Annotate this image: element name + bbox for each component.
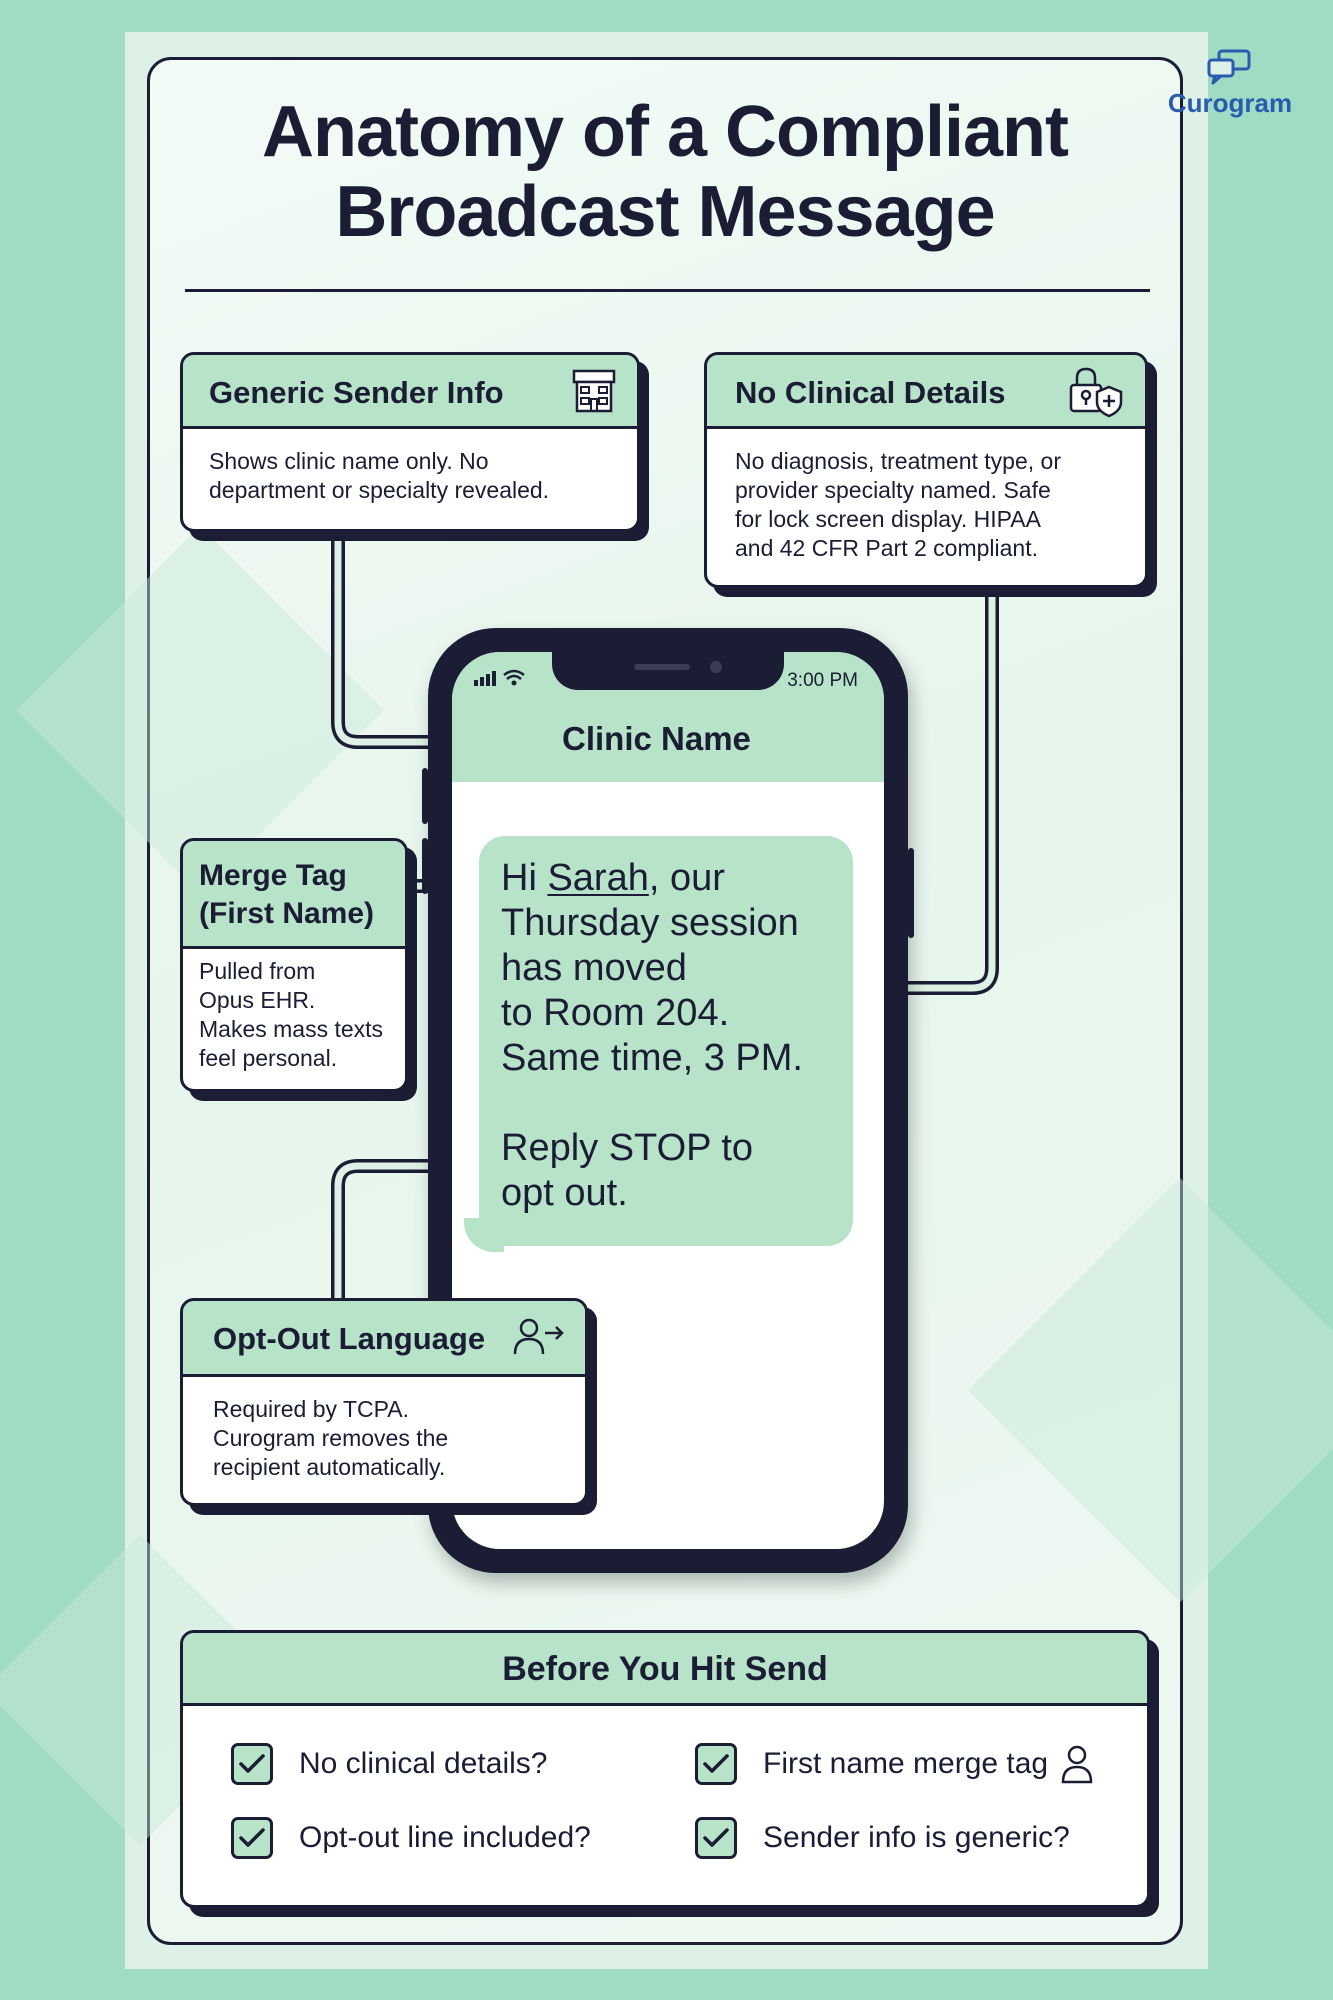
opt-out-card: Opt-Out Language Required by TCPA. Curog… [180,1298,588,1506]
message-line: Thursday session [501,902,799,944]
card-text-line: Pulled from [199,958,316,984]
merge-tag-subtitle: (First Name) [199,897,375,930]
sender-info-card: Generic Sender Info Shows clinic name on… [180,352,640,532]
message-line: to Room 204. [501,992,730,1034]
sender-info-header: Generic Sender Info [183,355,637,429]
brand-logo: Curogram [1160,48,1300,119]
message-line: Hi Sarah, our [501,856,831,901]
card-text-line: No diagnosis, treatment type, or [735,448,1061,474]
checklist-item-label: Sender info is generic? [763,1821,1070,1854]
card-text-line: and 42 CFR Part 2 compliant. [735,535,1038,561]
checkbox-icon [231,1817,273,1859]
card-text-line: Shows clinic name only. No [209,448,489,474]
merge-tag-card: Merge Tag (First Name) Pulled from Opus … [180,838,408,1092]
status-time: 3:00 PM [787,670,858,691]
title-line-2: Broadcast Message [335,172,995,252]
card-text-line: Makes mass texts [199,1016,384,1042]
checkbox-icon [695,1743,737,1785]
clinical-details-header: No Clinical Details [707,355,1145,429]
merge-tag-header: Merge Tag (First Name) [183,841,405,949]
opt-out-title: Opt-Out Language [213,1321,486,1356]
greeting-prefix: Hi [501,857,548,899]
opt-out-header: Opt-Out Language [183,1301,585,1377]
checkbox-icon [231,1743,273,1785]
optout-line: Reply STOP to [501,1127,754,1169]
checklist-item: Sender info is generic? [695,1817,1070,1859]
greeting-suffix: , our [648,857,725,899]
checklist-header: Before You Hit Send [183,1633,1147,1706]
card-text-line: Opus EHR. [199,987,316,1013]
card-text-line: recipient automatically. [213,1454,446,1480]
card-text-line: Curogram removes the [213,1425,449,1451]
message-bubble: Hi Sarah, our Thursday session has moved… [479,836,853,1246]
checklist-item: Opt-out line included? [231,1817,591,1859]
title-line-1: Anatomy of a Compliant [261,92,1069,172]
merge-tag-body: Pulled from Opus EHR. Makes mass texts f… [183,949,405,1073]
clinical-details-card: No Clinical Details No diagnosis, treatm… [704,352,1148,588]
merge-tag-title: Merge Tag [199,859,347,892]
checklist-item-label: First name merge tag [763,1747,1049,1780]
phone-notch [552,652,784,690]
user-icon [1061,1745,1093,1784]
phone-speaker [634,664,690,670]
card-text-line: provider specialty named. Safe [735,477,1051,503]
title-divider [185,289,1150,292]
checklist-title: Before You Hit Send [502,1650,828,1688]
page-title: Anatomy of a Compliant Broadcast Message [147,92,1183,252]
card-text-line: for lock screen display. HIPAA [735,506,1041,532]
phone-camera [710,661,722,673]
checkbox-icon [695,1817,737,1859]
conversation-header: 3:00 PM Clinic Name [452,652,884,782]
card-text-line: department or specialty revealed. [209,477,550,503]
opt-out-body: Required by TCPA. Curogram removes the r… [183,1377,585,1482]
checklist-item-label: Opt-out line included? [299,1821,591,1854]
user-arrow-icon [513,1318,564,1355]
brand-name: Curogram [1167,88,1293,118]
card-text-line: feel personal. [199,1045,338,1071]
phone-side-button [422,838,428,894]
lock-shield-icon [1069,367,1123,418]
clinical-details-title: No Clinical Details [735,375,1006,410]
phone-side-button [422,768,428,824]
clinical-details-body: No diagnosis, treatment type, or provide… [707,429,1145,563]
message-line: Same time, 3 PM. [501,1037,803,1079]
sender-info-title: Generic Sender Info [209,375,504,410]
merge-tag-first-name: Sarah [547,857,649,899]
checklist-item: First name merge tag [695,1743,1094,1785]
chat-bubbles-icon [1207,49,1251,85]
sender-name: Clinic Name [562,720,751,757]
sender-info-body: Shows clinic name only. No department or… [183,429,637,505]
checklist-item: No clinical details? [231,1743,547,1785]
checklist-item-label: No clinical details? [299,1747,548,1780]
phone-side-button [908,848,914,938]
signal-wifi-icon [474,669,525,686]
optout-line: opt out. [501,1172,628,1214]
message-line: has moved [501,947,687,989]
card-text-line: Required by TCPA. [213,1396,410,1422]
checklist-card: Before You Hit Send No clinical details?… [180,1630,1150,1908]
building-icon [572,369,616,413]
